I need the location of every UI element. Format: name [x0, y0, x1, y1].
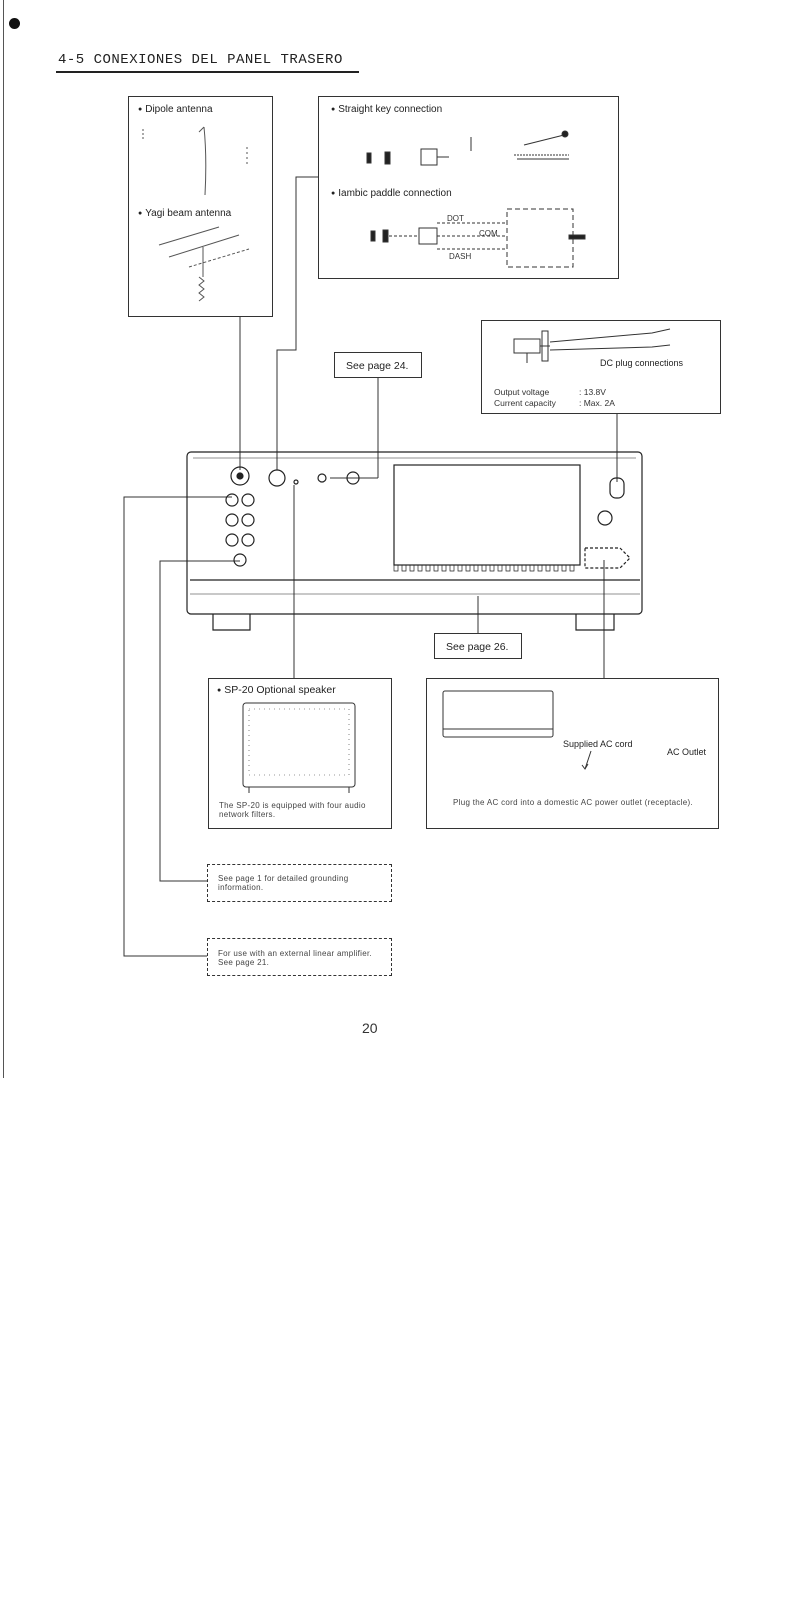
- see-page-24-text[interactable]: See page 24.: [346, 360, 409, 372]
- current-capacity-value: : Max. 2A: [579, 398, 615, 408]
- dc-plug-label: DC plug connections: [600, 358, 684, 368]
- ac-cord-icon: [442, 690, 592, 770]
- see-page-24-box: See page 24.: [334, 352, 422, 378]
- see-page-26-text[interactable]: See page 26.: [446, 641, 509, 653]
- linear-amp-note-box: For use with an external linear amplifie…: [207, 938, 392, 976]
- output-voltage-label: Output voltage: [494, 387, 550, 397]
- com-label: COM: [479, 229, 498, 238]
- speaker-icon: [242, 702, 356, 793]
- grounding-note-box: See page 1 for detailed grounding inform…: [207, 864, 392, 902]
- page-number: 20: [362, 1020, 378, 1036]
- output-voltage-value: : 13.8V: [579, 387, 606, 397]
- key-connection-box: Straight key connection Iambic paddle co…: [318, 96, 619, 279]
- yagi-antenna-icon: [158, 226, 250, 302]
- speaker-title: SP-20 Optional speaker: [217, 684, 335, 698]
- see-page-26-box: See page 26.: [434, 633, 522, 659]
- dash-label: DASH: [449, 252, 472, 261]
- straight-key-label: Straight key connection: [331, 104, 442, 117]
- yagi-antenna-label: Yagi beam antenna: [138, 208, 231, 221]
- antenna-box: Dipole antenna Yagi beam antenna: [128, 96, 273, 317]
- ac-note: Plug the AC cord into a domestic AC powe…: [453, 798, 694, 807]
- binding-margin-line: [3, 0, 4, 1078]
- dc-plug-icon: [513, 328, 671, 363]
- binding-hole: [9, 18, 20, 29]
- dipole-antenna-label: Dipole antenna: [138, 104, 212, 117]
- speaker-box: SP-20 Optional speaker The SP-20 is equi…: [208, 678, 392, 829]
- supplied-ac-cord-label: Supplied AC cord: [563, 739, 633, 749]
- grounding-note: See page 1 for detailed grounding inform…: [218, 874, 349, 892]
- current-capacity-label: Current capacity: [494, 398, 556, 408]
- speaker-note: The SP-20 is equipped with four audio ne…: [219, 801, 366, 819]
- iambic-paddle-icon: [370, 208, 586, 268]
- linear-amp-note: For use with an external linear amplifie…: [218, 949, 372, 967]
- ac-outlet-label: AC Outlet: [667, 747, 707, 757]
- dc-plug-box: DC plug connections Output voltage : 13.…: [481, 320, 721, 414]
- ac-cord-box: Supplied AC cord AC Outlet Plug the AC c…: [426, 678, 719, 829]
- straight-key-icon: [366, 130, 569, 166]
- dot-label: DOT: [447, 214, 464, 223]
- dipole-antenna-icon: [142, 126, 248, 196]
- page-title: 4-5 CONEXIONES DEL PANEL TRASERO: [58, 52, 343, 68]
- title-underline: [56, 71, 359, 73]
- iambic-paddle-label: Iambic paddle connection: [331, 188, 451, 201]
